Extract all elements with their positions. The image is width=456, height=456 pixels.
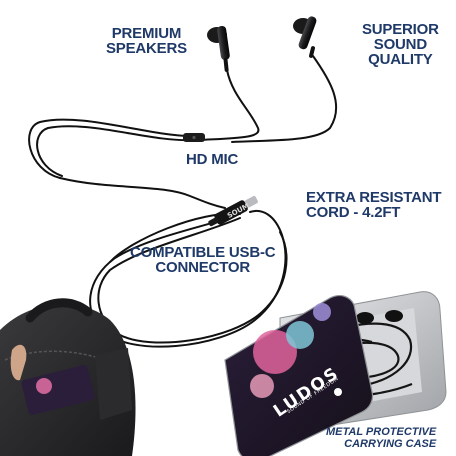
right-cable-upper	[231, 55, 338, 143]
label-usb-c-connector: COMPATIBLE USB-C CONNECTOR	[130, 244, 276, 276]
right-earbud-body	[298, 16, 317, 50]
lid-decor-pink	[253, 330, 297, 374]
case-lid	[224, 295, 374, 456]
label-hd-mic: HD MIC	[186, 151, 239, 168]
left-cable-upper	[199, 69, 260, 141]
right-earbud-stem	[309, 46, 315, 58]
lid-decor-violet	[313, 303, 331, 321]
backpack-open-pocket	[95, 348, 132, 420]
lid-decor-cyan	[286, 321, 314, 349]
cable-loop-left	[28, 118, 191, 179]
small-tin-decor	[36, 378, 52, 394]
lid-decor-rose	[250, 374, 274, 398]
label-carrying-case: METAL PROTECTIVE CARRYING CASE	[326, 426, 437, 450]
cable-to-plug	[59, 177, 226, 209]
cable-lower-loop-1	[89, 210, 287, 348]
hand	[10, 344, 27, 381]
usb-c-strain-relief	[208, 217, 219, 227]
label-superior-sound-quality: SUPERIOR SOUND QUALITY	[362, 21, 439, 68]
label-extra-resistant-cord: EXTRA RESISTANT CORD - 4.2ft	[306, 189, 442, 221]
left-earbud-stem	[223, 58, 229, 72]
usb-c-plug-body	[214, 200, 248, 225]
mic-button-icon	[192, 135, 196, 140]
cable-loop-left-2	[36, 125, 193, 177]
left-earbud-body	[217, 25, 230, 60]
usb-c-plug	[208, 196, 258, 227]
cable-lower-loop-2	[97, 217, 288, 344]
small-tin-in-hand	[21, 365, 95, 415]
backpack-handle	[25, 298, 93, 323]
usb-c-connector-tip	[244, 196, 258, 208]
left-earbud	[207, 25, 230, 72]
label-premium-speakers: PREMIUM SPEAKERS	[106, 25, 187, 57]
case-earbud-2	[385, 310, 403, 322]
case-earbud-1	[356, 312, 374, 324]
lid-emblem-icon	[334, 388, 342, 396]
carrying-case	[224, 291, 447, 456]
backpack	[0, 298, 136, 456]
right-earbud	[293, 16, 317, 58]
